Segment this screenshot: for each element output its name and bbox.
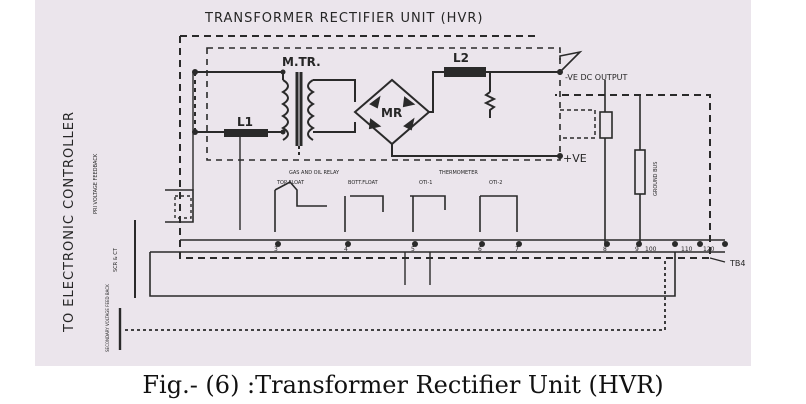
oti2-label: OTI-2 xyxy=(489,180,502,186)
terminal-number: 8 xyxy=(603,246,607,253)
pos-output-label: +VE xyxy=(563,152,587,165)
terminal-number: 110 xyxy=(681,246,693,253)
ground-bus-label: GROUND BUS xyxy=(653,162,659,196)
terminal-number: 120 xyxy=(703,246,715,253)
unit-boundary xyxy=(179,36,711,259)
terminal-block-label: TB4 xyxy=(729,259,745,268)
circuit-photo: TRANSFORMER RECTIFIER UNIT (HVR) M.TR. M… xyxy=(35,0,751,366)
choke-l1 xyxy=(224,129,268,137)
choke-l1-label: L1 xyxy=(237,115,253,129)
figure-caption: Fig.- (6) :Transformer Rectifier Unit (H… xyxy=(142,371,664,399)
oti1-label: OTI-1 xyxy=(419,180,432,186)
rectifier-label: MR xyxy=(381,106,402,120)
terminal-numbers: 3 4 5 6 7 8 9 100 110 120 xyxy=(274,246,715,253)
choke-l2-label: L2 xyxy=(453,51,469,65)
terminal-number: 100 xyxy=(645,246,657,253)
top-float-label: TOP FLOAT xyxy=(276,180,305,186)
side-label-secondary: SECONDARY VOLTAGE FEED BACK xyxy=(105,284,110,352)
diagram-title: TRANSFORMER RECTIFIER UNIT (HVR) xyxy=(204,11,483,26)
terminal-number: 3 xyxy=(274,246,278,253)
terminal-number: 6 xyxy=(478,246,482,253)
circuit-diagram: TRANSFORMER RECTIFIER UNIT (HVR) M.TR. M… xyxy=(62,11,745,352)
side-label-scr: SCR & CT xyxy=(113,247,119,272)
choke-l2 xyxy=(444,67,486,77)
terminal-number: 9 xyxy=(635,246,639,253)
controller-label: TO ELECTRONIC CONTROLLER xyxy=(62,111,77,333)
neg-output-label: -VE DC OUTPUT xyxy=(565,73,627,82)
relay-contacts xyxy=(274,180,518,232)
transformer-symbol xyxy=(281,72,315,158)
bott-float-label: BOTT.FLOAT xyxy=(348,180,379,186)
relay-header-label: GAS AND OIL RELAY xyxy=(289,170,340,176)
terminal-number: 7 xyxy=(515,246,519,253)
thermometer-header-label: THERMOMETER xyxy=(438,170,478,176)
transformer-label: M.TR. xyxy=(282,55,321,69)
terminal-number: 4 xyxy=(344,246,348,253)
side-label-feedback: PRI VOLTAGE FEEDBACK xyxy=(93,153,99,214)
ground-bus xyxy=(634,149,646,195)
terminal-number: 5 xyxy=(411,246,415,253)
